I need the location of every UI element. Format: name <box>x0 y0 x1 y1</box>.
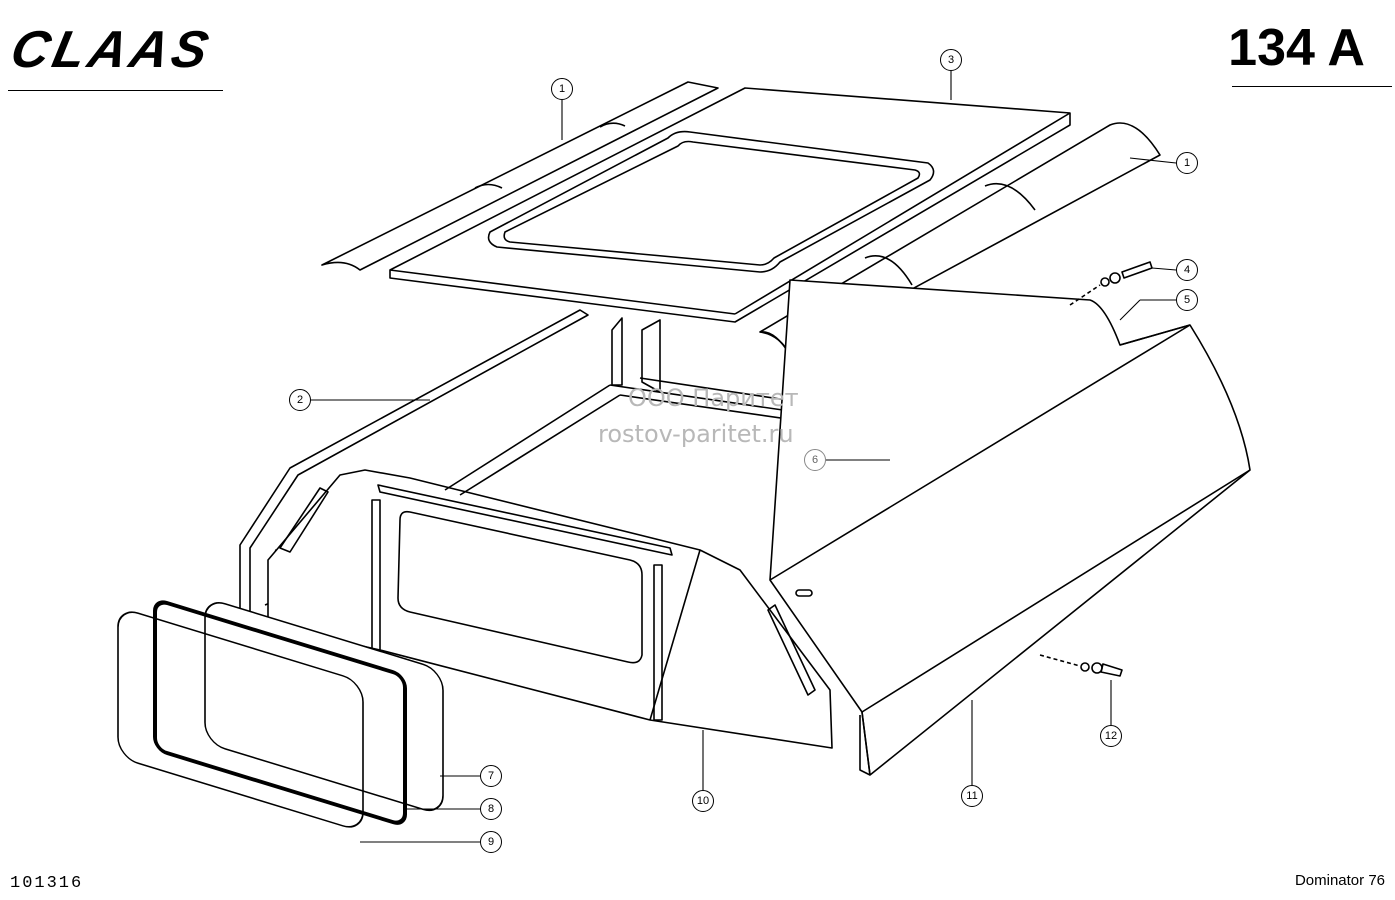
callout-2: 2 <box>289 389 311 411</box>
callout-1-right: 1 <box>1176 152 1198 174</box>
header-rule-left <box>8 90 223 91</box>
bolt-set-upper <box>1069 261 1153 306</box>
callout-4: 4 <box>1176 259 1198 281</box>
callout-5: 5 <box>1176 289 1198 311</box>
model-name: Dominator 76 <box>1294 872 1385 889</box>
window-glass-inner <box>204 602 444 812</box>
watermark-url: rostov-paritet.ru <box>598 420 794 448</box>
window-glass-outer <box>117 611 364 828</box>
callout-9: 9 <box>480 831 502 853</box>
drawing-number: 101316 <box>10 874 84 893</box>
watermark-company: ООО Паритет <box>628 384 799 412</box>
callout-3: 3 <box>940 49 962 71</box>
callout-10: 10 <box>692 790 714 812</box>
window-seal <box>153 600 407 825</box>
callout-6: 6 <box>804 449 826 471</box>
claas-logo: CLAAS <box>5 21 218 79</box>
callout-1-left: 1 <box>551 78 573 100</box>
callout-7: 7 <box>480 765 502 787</box>
page-number: 134 A <box>1228 19 1365 77</box>
leader-lines <box>310 71 1177 843</box>
roof-panel <box>389 87 1071 323</box>
callout-8: 8 <box>480 798 502 820</box>
header-rule-right <box>1232 86 1392 87</box>
roof-trim-left <box>321 81 719 271</box>
callout-11: 11 <box>961 785 983 807</box>
callout-12: 12 <box>1100 725 1122 747</box>
side-hood-panel <box>769 279 1251 776</box>
bolt-set-lower <box>1039 654 1123 677</box>
